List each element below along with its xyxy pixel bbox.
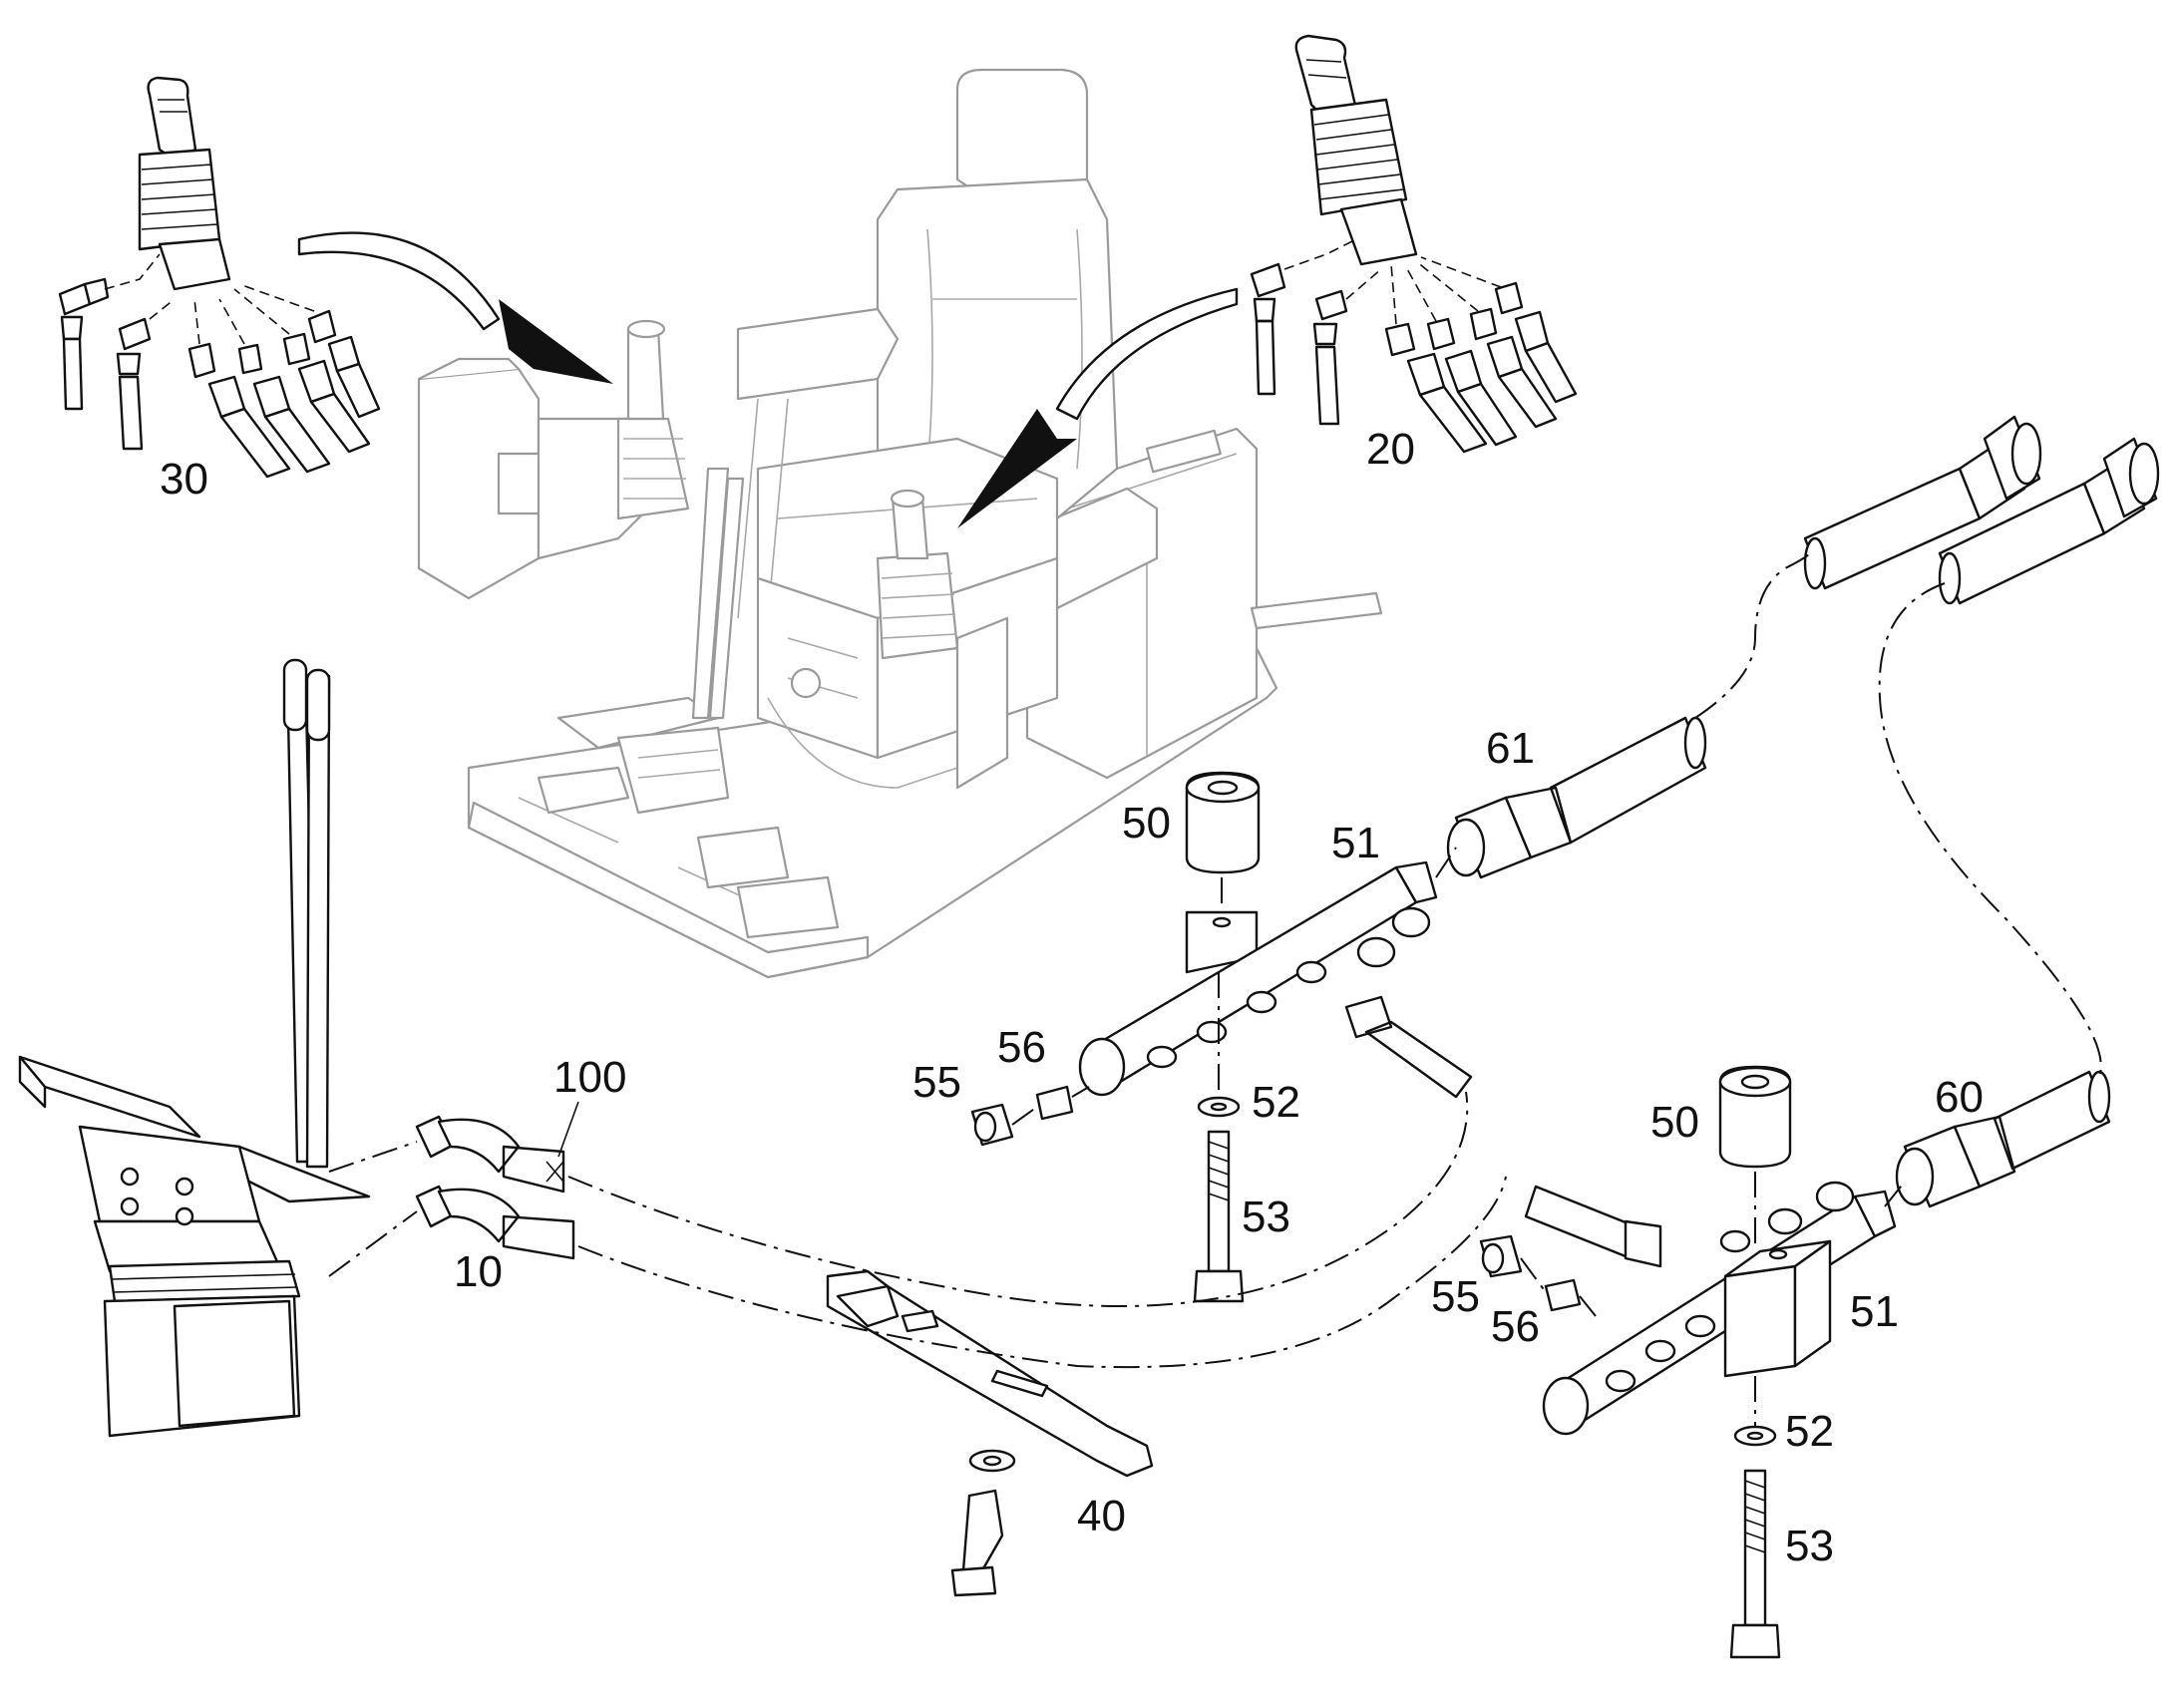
callout-60: 60 xyxy=(1935,1073,1984,1122)
callout-30: 30 xyxy=(160,455,208,504)
bolt-icon xyxy=(950,1489,1004,1597)
arrow-left-to-cab xyxy=(297,231,613,384)
plug-56-upper xyxy=(1035,1085,1074,1121)
spacer-50-lower xyxy=(1718,1065,1792,1169)
callout-10: 10 xyxy=(454,1247,503,1296)
callout-50-lower: 50 xyxy=(1650,1098,1699,1147)
plug-56-lower xyxy=(1544,1278,1582,1312)
left-joystick-kit xyxy=(58,76,381,479)
callout-55-upper: 55 xyxy=(912,1058,961,1107)
hose-end-upper-left xyxy=(1803,415,2042,590)
hose-end-upper-right xyxy=(1938,437,2160,605)
bolt-53-upper xyxy=(1193,1130,1245,1303)
dash-link xyxy=(328,1210,418,1277)
callout-20: 20 xyxy=(1366,425,1415,474)
callout-52-upper: 52 xyxy=(1252,1078,1300,1127)
leader-line xyxy=(557,1101,579,1158)
callout-56-upper: 56 xyxy=(997,1023,1046,1072)
callout-100: 100 xyxy=(553,1053,626,1102)
washer-52-upper xyxy=(1197,1096,1241,1118)
port-fittings xyxy=(1146,906,1431,1069)
bolt-53-lower xyxy=(1729,1469,1781,1659)
callout-50-upper: 50 xyxy=(1122,799,1171,848)
callout-53-upper: 53 xyxy=(1242,1193,1290,1241)
callout-40: 40 xyxy=(1077,1492,1126,1540)
right-joystick-kit xyxy=(1250,34,1578,454)
angled-hose-fitting-10 xyxy=(415,1185,575,1260)
elbow-fitting-icon xyxy=(58,277,110,411)
operator-cab-illustration xyxy=(417,68,1383,979)
washer-52-lower xyxy=(1733,1425,1777,1447)
callout-53-lower: 53 xyxy=(1785,1522,1834,1570)
angled-hose-fitting-100 xyxy=(415,1115,565,1194)
hose-61 xyxy=(1446,716,1707,879)
callout-56-lower: 56 xyxy=(1491,1302,1540,1351)
callout-51-upper: 51 xyxy=(1331,819,1380,867)
hose-fitting-set-icon xyxy=(1384,281,1578,454)
elbow-fitting-icon xyxy=(1312,289,1348,426)
cap-nut-55-upper xyxy=(970,1103,1014,1147)
callout-61: 61 xyxy=(1486,724,1535,773)
bracket-40 xyxy=(826,1269,1154,1478)
pedal-assembly xyxy=(18,658,371,1438)
spacer-50-upper xyxy=(1185,771,1261,874)
elbow-fitting-icon xyxy=(1250,262,1286,396)
distributor-block-lower xyxy=(1479,1065,1897,1659)
distributor-block-upper xyxy=(970,771,1473,1303)
elbow-fitting-icon xyxy=(116,317,152,451)
hose-60 xyxy=(1895,1070,2111,1208)
washer-icon xyxy=(968,1449,1016,1473)
dash-link xyxy=(328,1141,418,1173)
callout-51-lower: 51 xyxy=(1850,1287,1899,1336)
cap-nut-55-lower xyxy=(1479,1234,1523,1278)
hose-fitting-set-icon xyxy=(187,309,381,479)
callout-55-lower: 55 xyxy=(1431,1272,1480,1321)
callout-52-lower: 52 xyxy=(1785,1407,1834,1456)
port-fittings xyxy=(1605,1181,1855,1393)
routing-lines xyxy=(567,552,2102,1426)
arrow-right-to-cab xyxy=(957,287,1239,528)
